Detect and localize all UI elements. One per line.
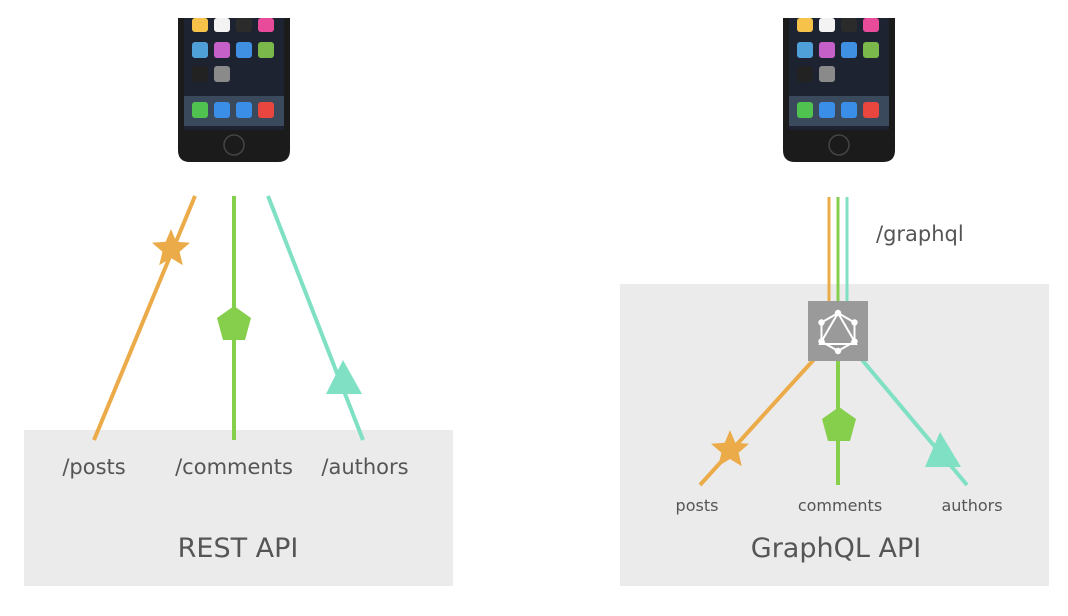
rest-posts-star-icon (152, 229, 190, 266)
rest-comments-pentagon-icon (217, 306, 251, 340)
rest-endpoint-comments: /comments (175, 455, 293, 479)
rest-authors-triangle-icon (326, 360, 362, 394)
rest-api-label: REST API (178, 533, 299, 564)
graphql-logo-icon (808, 301, 868, 361)
graphql-api-label: GraphQL API (751, 533, 921, 564)
graphql-field-authors: authors (941, 496, 1002, 515)
graphql-section: /graphql posts comments authors GraphQL … (620, 18, 1049, 586)
graphql-field-comments: comments (798, 496, 882, 515)
rest-posts-line (92, 195, 197, 441)
graphql-endpoint-label: /graphql (876, 222, 964, 246)
graphql-phone-icon (783, 18, 895, 162)
rest-api-box (24, 430, 453, 586)
graphql-comments-pentagon-icon (822, 407, 856, 441)
graphql-field-posts: posts (676, 496, 719, 515)
graphql-posts-star-icon (711, 430, 749, 467)
rest-phone-icon (178, 18, 290, 162)
rest-endpoint-authors: /authors (321, 455, 408, 479)
graphql-authors-triangle-icon (925, 432, 961, 467)
rest-section: /posts /comments /authors REST API (24, 18, 453, 586)
rest-endpoint-posts: /posts (62, 455, 125, 479)
rest-authors-line (266, 195, 365, 441)
